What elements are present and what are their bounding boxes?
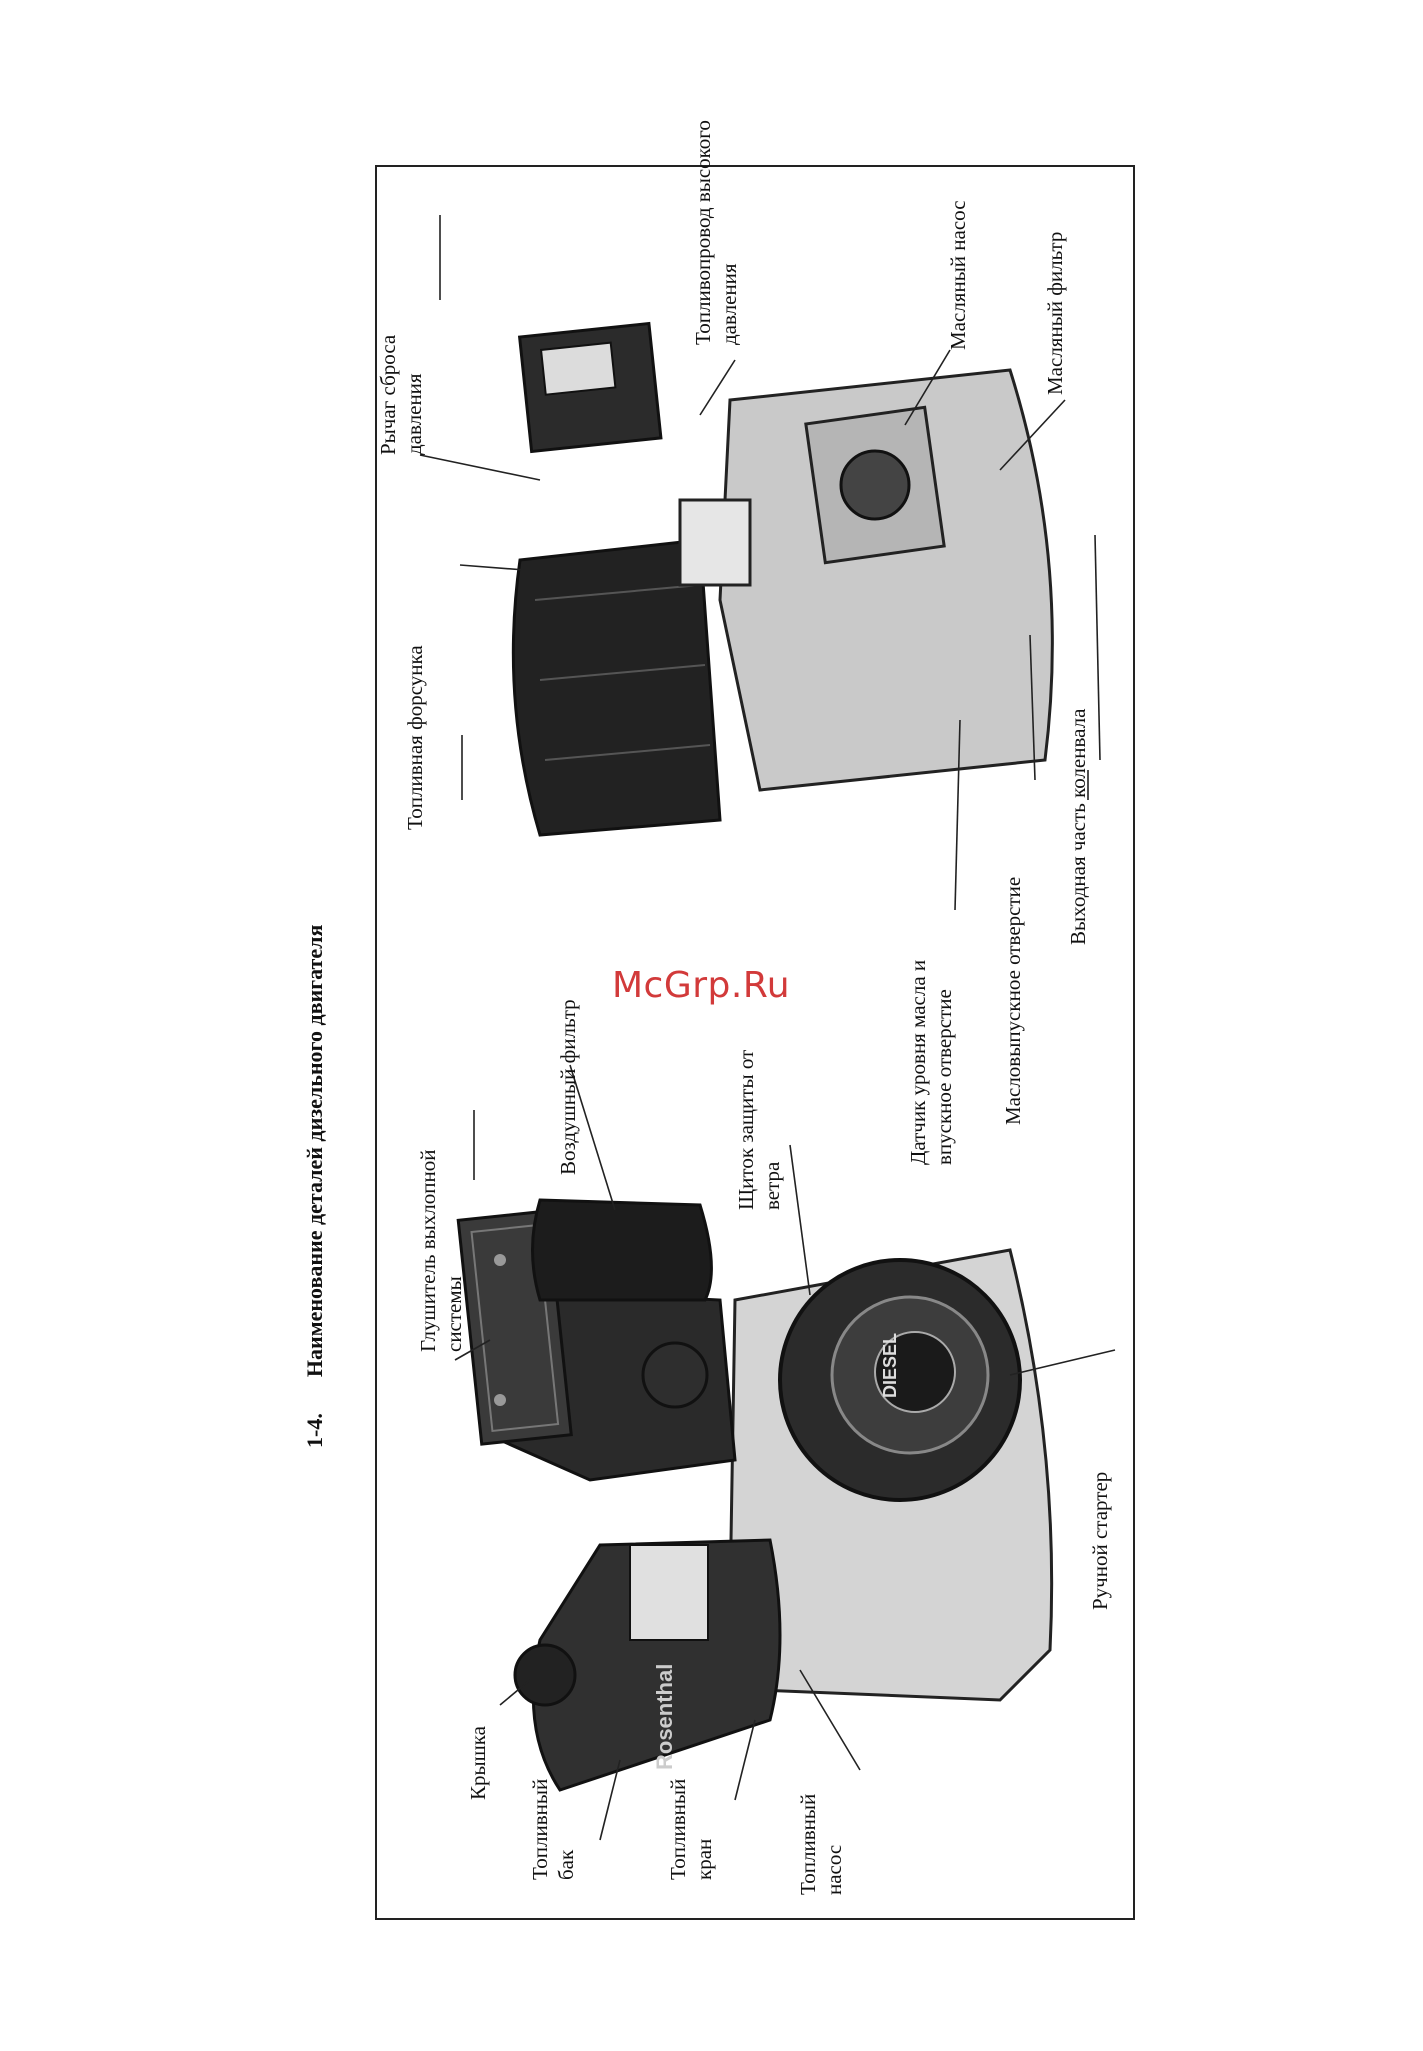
- starter-badge: DIESEL: [880, 1333, 900, 1398]
- label-muffler: Глушитель выхлопной системы: [416, 1149, 466, 1352]
- label-fuel-pump: Топливный насос: [796, 1793, 846, 1895]
- label-fuel-injector: Топливная форсунка: [403, 645, 427, 830]
- leader-oil-filter: [999, 399, 1066, 471]
- label-fuel-tank: Топливный бак: [528, 1778, 578, 1880]
- leader-fuel-cap: [499, 1679, 531, 1706]
- label-decompression-lever: Рычаг сброса давления: [376, 334, 426, 455]
- leader-wind-shield: [789, 1144, 811, 1296]
- leader-decompression: [419, 454, 541, 481]
- label-fuel-cap: Крышка: [466, 1726, 490, 1800]
- injector-area: [678, 498, 752, 587]
- engine-right-muffler: [511, 538, 722, 837]
- leader-air-filter: [569, 1064, 616, 1211]
- label-crankshaft-output: Выходная часть коленвала: [1066, 708, 1090, 945]
- tank-brand-decal: Rosenthal: [652, 1664, 677, 1770]
- label-high-pressure-pipe: Топливопровод высокого давления: [691, 120, 741, 345]
- engine-left: Rosenthal DIESEL: [456, 1198, 1054, 1792]
- crankshaft-hub: [839, 449, 911, 521]
- leader-injector: [459, 564, 526, 571]
- leader-lines: [419, 215, 1116, 1841]
- illustration-frame: [375, 165, 1135, 1920]
- gauge-shape: [641, 1341, 709, 1409]
- label-oil-drain: Масловыпускное отверстие: [1001, 876, 1025, 1125]
- leader-fuel-tank: [599, 1759, 621, 1841]
- leader-muffler: [454, 1339, 491, 1361]
- leader-oil-pump: [904, 349, 951, 426]
- watermark: McGrp.Ru: [612, 965, 791, 1006]
- leader-crankshaft: [1094, 534, 1101, 761]
- recoil-starter-shape: DIESEL: [778, 1258, 1022, 1502]
- leader-oil-drain: [1029, 634, 1036, 781]
- leader-fuel-pump: [799, 1669, 861, 1771]
- engine-right-crankcase: [718, 368, 1054, 792]
- label-oil-level-sensor: Датчик уровня масла и впускное отверстие: [906, 959, 956, 1165]
- label-wind-shield: Щиток защиты от ветра: [734, 1049, 784, 1210]
- label-fuel-cock: Топливный кран: [666, 1778, 716, 1880]
- label-oil-pump: Масляный насос: [946, 200, 970, 350]
- engine-right: [511, 321, 1054, 837]
- label-oil-filter: Масляный фильтр: [1043, 231, 1067, 395]
- air-filter-box: [531, 1198, 713, 1302]
- leader-hp-pipe: [699, 359, 736, 416]
- leader-fuel-cock: [734, 1719, 756, 1801]
- leader-recoil-starter: [1009, 1349, 1116, 1376]
- fuel-cap-shape: [513, 1643, 577, 1707]
- leader-oil-level: [954, 719, 961, 911]
- label-recoil-starter: Ручной стартер: [1088, 1471, 1112, 1610]
- fuel-tank-shape: Rosenthal: [531, 1538, 782, 1792]
- label-air-filter: Воздушный фильтр: [556, 999, 580, 1175]
